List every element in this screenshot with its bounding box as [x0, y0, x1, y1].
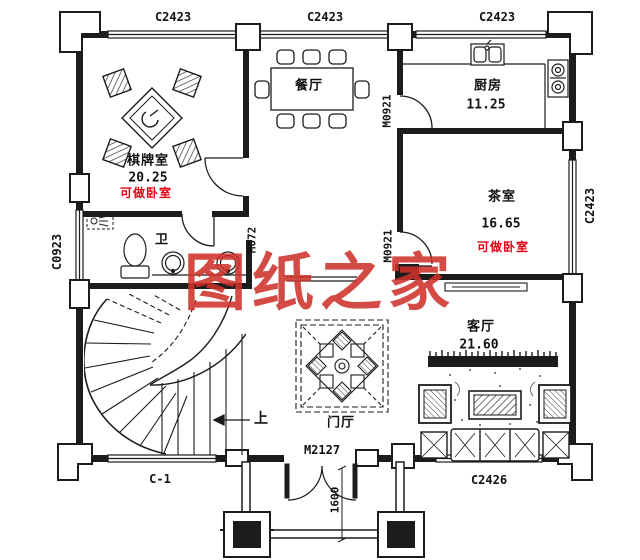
window-label-top-right: C2423: [478, 10, 516, 24]
kitchen-door-label: M0921: [380, 94, 394, 128]
note-label-chess: 可做卧室: [119, 186, 173, 200]
area-label-kitchen: 11.25: [466, 97, 506, 113]
window-label-right: C2423: [583, 187, 597, 225]
armchairs: [418, 384, 572, 424]
sofa-set: [420, 428, 570, 462]
tea-cabinet: [444, 282, 528, 292]
window-label-top-left: C2423: [154, 10, 192, 24]
dining-table-group: [254, 49, 370, 129]
pillars: [57, 11, 593, 481]
kitchen-stove: [547, 59, 569, 98]
room-label-bath: 卫: [154, 232, 170, 248]
window-label-left: C0923: [50, 233, 64, 271]
entry-depth-label: 1600: [328, 486, 342, 514]
window-label-bottom-right: C2426: [470, 473, 508, 487]
area-label-tea: 16.65: [481, 216, 521, 232]
toilet: [120, 233, 150, 279]
tv-cabinet: [428, 350, 558, 367]
window-label-top-mid: C2423: [306, 10, 344, 24]
room-label-living: 客厅: [466, 319, 496, 335]
interior-walls: [80, 38, 572, 289]
porch-columns: [220, 511, 425, 558]
coffee-table: [468, 390, 522, 420]
room-label-tea: 茶室: [487, 189, 517, 205]
area-label-living: 21.60: [459, 337, 499, 353]
entry-doors: [284, 463, 358, 501]
up-arrow: [212, 413, 250, 427]
hall-step: [287, 276, 357, 282]
shower-head: [86, 212, 114, 230]
stair-up-label: 上: [254, 411, 268, 427]
area-label-chess: 20.25: [128, 170, 168, 186]
entry-door-label: M2127: [303, 443, 341, 457]
watermark: 图纸之家: [183, 246, 456, 319]
kitchen-counter: [403, 63, 546, 128]
room-label-foyer: 门厅: [326, 415, 356, 431]
bathroom-sinks: [152, 251, 246, 276]
kitchen-sink: [470, 39, 505, 66]
doors: [181, 95, 433, 267]
note-label-tea: 可做卧室: [476, 240, 530, 254]
room-label-chess: 棋牌室: [126, 153, 170, 169]
mahjong-table: [102, 68, 202, 168]
room-label-kitchen: 厨房: [473, 78, 503, 94]
window-label-bottom-left: C-1: [149, 472, 171, 486]
room-label-dining: 餐厅: [294, 78, 324, 94]
spiral-staircase: [84, 294, 246, 455]
foyer-medallion: [295, 319, 389, 413]
rug: [447, 368, 544, 426]
